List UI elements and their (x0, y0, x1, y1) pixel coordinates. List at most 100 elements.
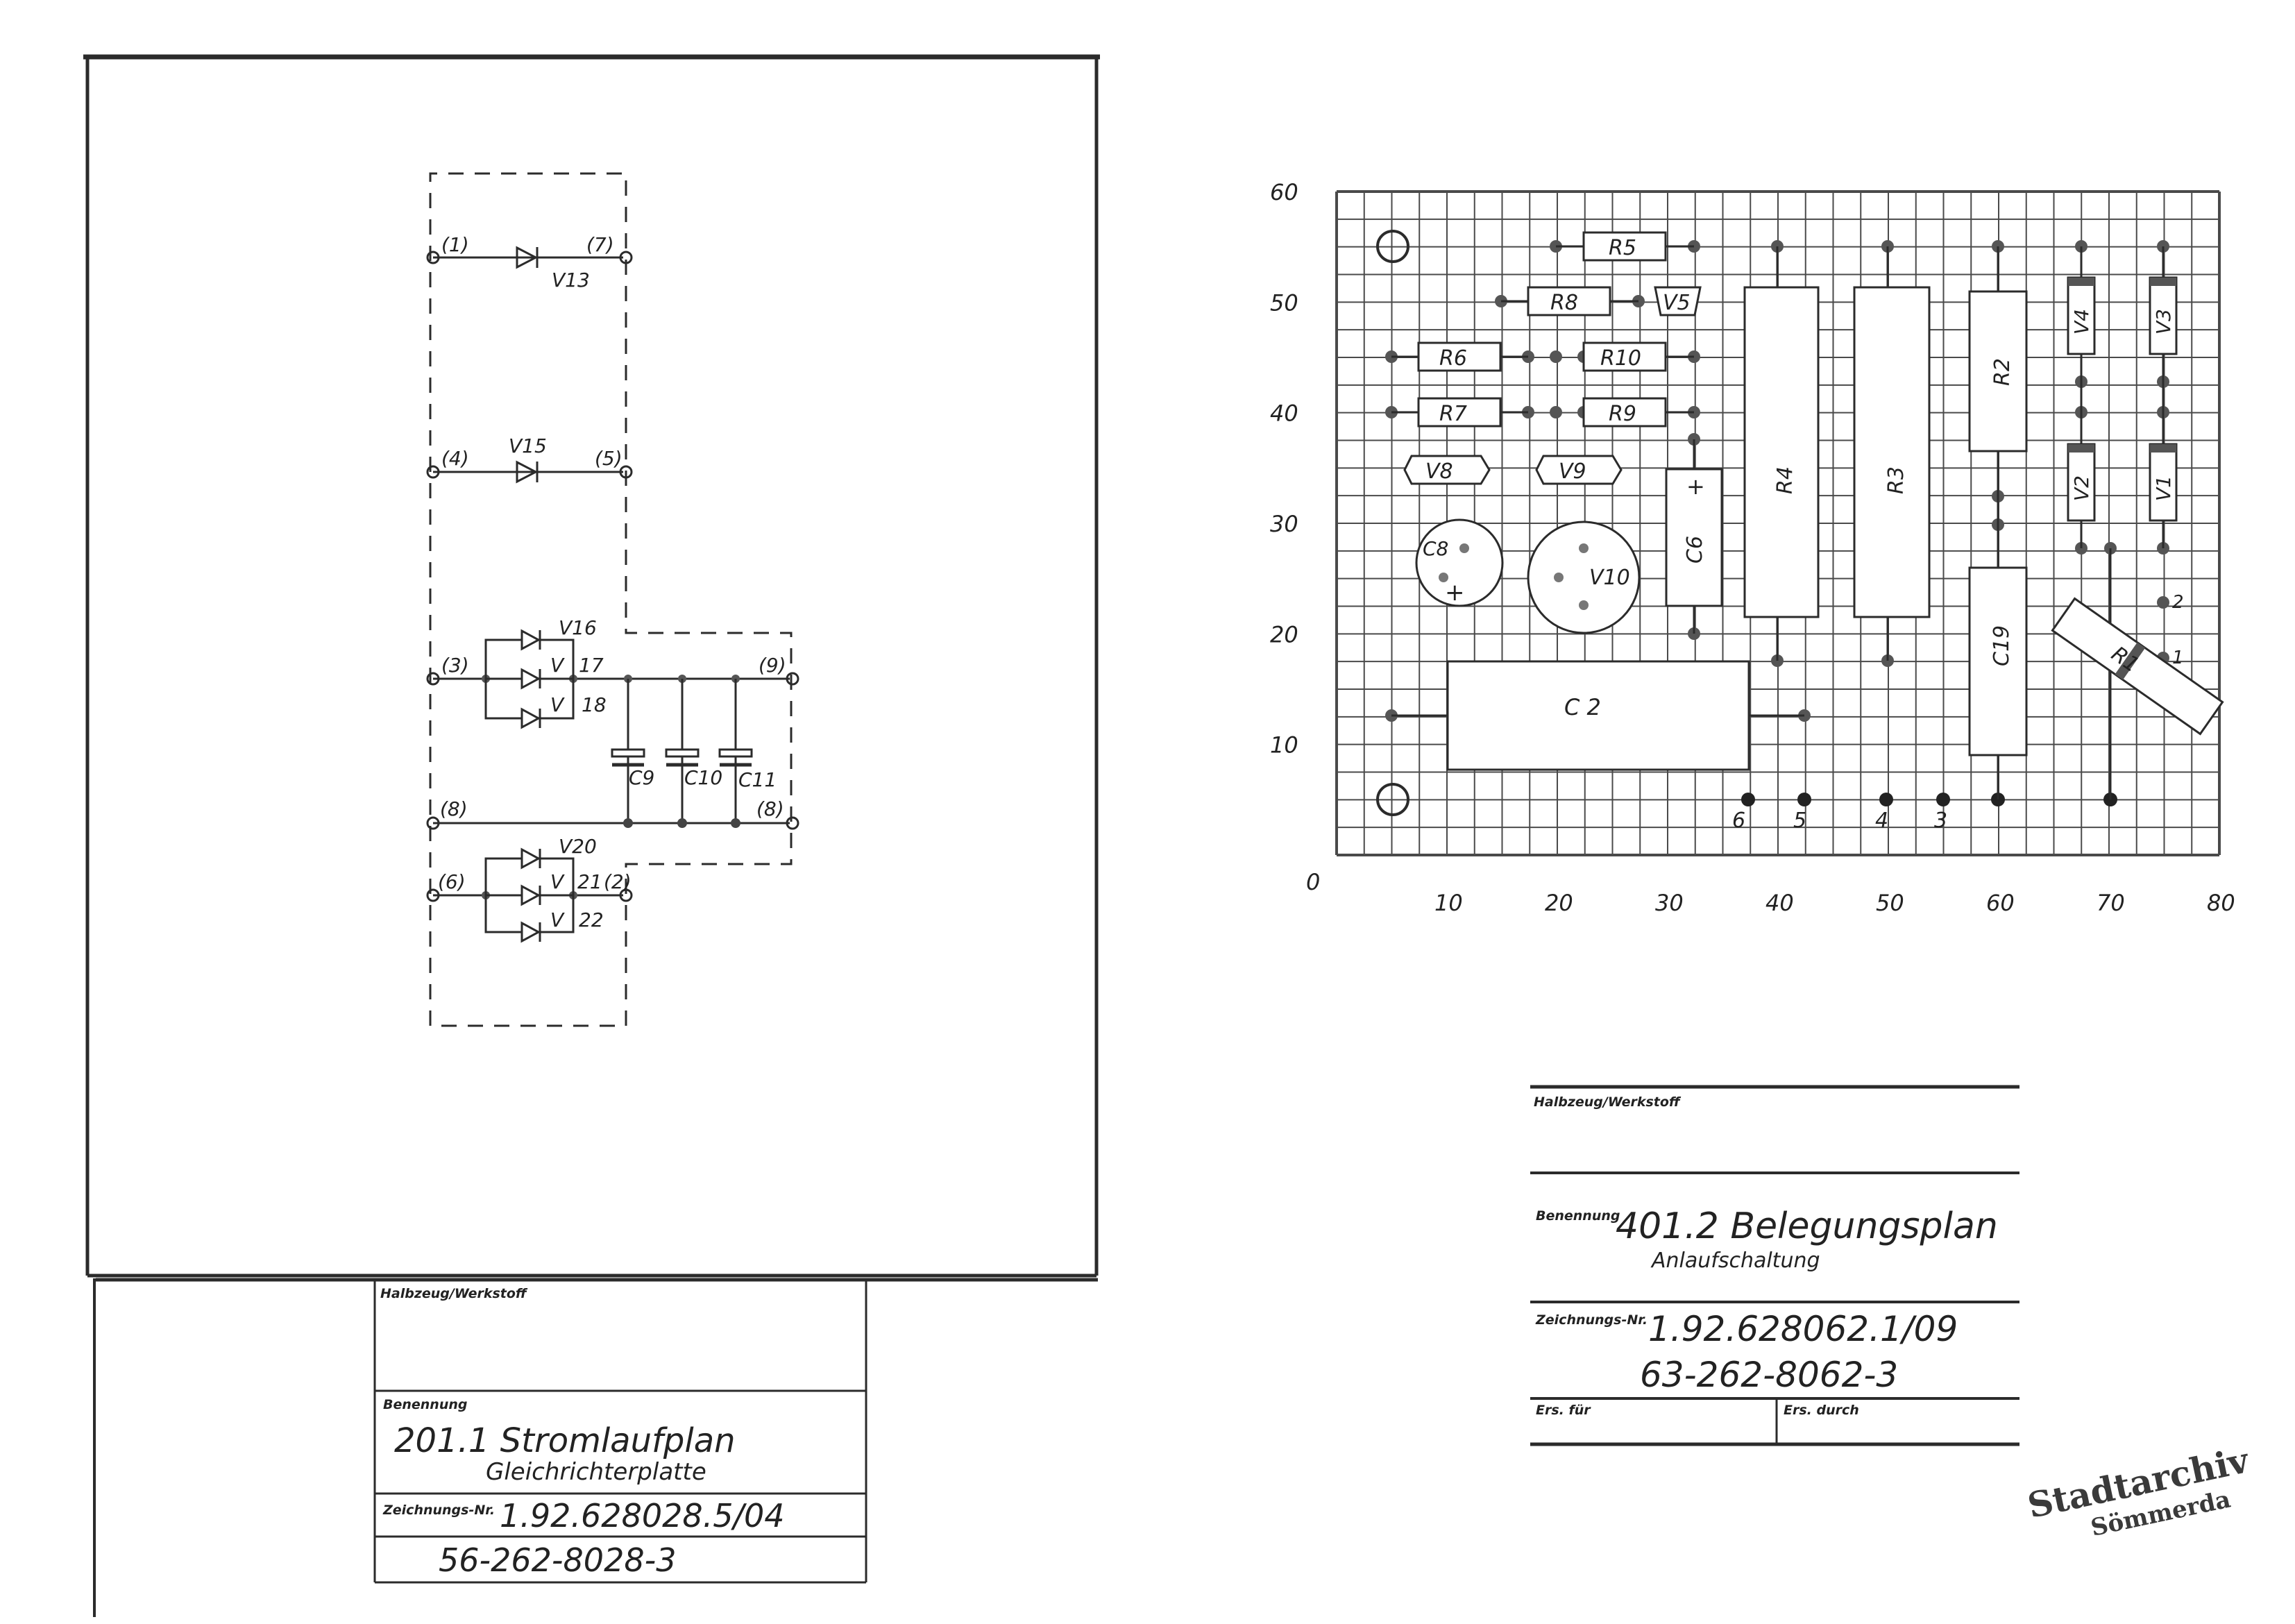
resistor-r7-body (1417, 397, 1502, 428)
diode-v22-symbol (520, 921, 541, 943)
diode-v13-symbol (516, 246, 539, 269)
x-tick-label: 80 (2207, 890, 2235, 916)
label-v8: V8 (1425, 459, 1453, 484)
label-v5: V5 (1663, 291, 1691, 315)
terminal-label-8-left: (8) (440, 797, 468, 820)
left-drawing-title: 201.1 Stromlaufplan (394, 1421, 736, 1460)
left-title-block: Halbzeug/Werkstoff Benennung 201.1 Strom… (96, 1278, 1098, 1584)
capacitor-c8-body (1415, 518, 1504, 607)
capacitor-c10-symbol (665, 748, 700, 767)
label-c9: C9 (629, 766, 654, 789)
label-v15: V15 (509, 434, 547, 457)
label-v20: V20 (559, 835, 597, 858)
diode-v20-symbol (520, 847, 541, 870)
label-c11: C11 (738, 768, 777, 791)
mounting-hole-bottom (1376, 783, 1409, 816)
label-r2: R2 (1990, 358, 2015, 386)
y-tick-label: 40 (1270, 400, 1298, 427)
label-v10: V10 (1589, 566, 1630, 590)
right-reference-number: 63-262-8062-3 (1640, 1355, 1898, 1395)
capacitor-c2: C 2 (1391, 660, 1804, 771)
c8-polarity-mark: + (1445, 579, 1465, 607)
resistor-r1-body (2051, 597, 2224, 736)
small-resistors: R5 R8 V5 R6 R10 R7 R9 (1391, 231, 1702, 428)
pad-label-3: 3 (1934, 809, 1947, 833)
left-name-label: Benennung (383, 1397, 468, 1412)
transistor-v5-body (1654, 286, 1702, 316)
terminal-label-1: (1) (441, 233, 469, 256)
x-tick-label: 20 (1545, 890, 1573, 916)
right-drawing-title: 401.2 Belegungsplan (1616, 1206, 1998, 1247)
label-c2: C 2 (1564, 694, 1601, 720)
mounting-hole-top (1376, 230, 1409, 263)
label-r5: R5 (1609, 236, 1636, 260)
terminal-label-8-right: (8) (756, 797, 784, 820)
terminal-label-7: (7) (586, 233, 614, 256)
terminal-label-4: (4) (441, 447, 469, 470)
label-v2: V2 (2070, 475, 2093, 501)
label-r8: R8 (1550, 291, 1578, 315)
capacitor-c2-body (1446, 660, 1750, 771)
y-tick-label: 20 (1270, 621, 1298, 648)
diode-v3-body (2149, 276, 2178, 355)
x-tick-label: 50 (1876, 890, 1904, 916)
diode-v4-body (2067, 276, 2096, 355)
label-v22-number: 22 (579, 908, 604, 931)
terminal-label-2: (2) (604, 870, 632, 893)
left-sheet-frame (83, 54, 1100, 1617)
terminal-9 (786, 672, 799, 686)
terminal-8-left (426, 816, 440, 830)
label-v3: V3 (2152, 309, 2175, 335)
common-line-8: (8) (8) (426, 797, 799, 830)
transistor-v8-body (1403, 455, 1491, 485)
resistor-r1: R1 2 1 (2051, 548, 2224, 800)
pin-label-2: 2 (2172, 592, 2184, 613)
label-c10: C10 (684, 766, 722, 789)
label-v18-letter: V (550, 693, 565, 716)
y-tick-label: 10 (1270, 732, 1298, 759)
round-components: C8 + V10 (1415, 518, 1641, 634)
resistor-r6-body (1417, 341, 1502, 372)
capacitor-c11-symbol (718, 748, 753, 767)
x-tick-label: 10 (1434, 890, 1463, 916)
y-tick-label: 50 (1270, 289, 1298, 316)
terminal-6 (426, 888, 440, 902)
label-r3: R3 (1884, 466, 1908, 494)
terminal-3 (426, 672, 440, 686)
terminal-label-3: (3) (441, 654, 469, 677)
transistor-v9-body (1535, 455, 1623, 485)
terminal-2 (619, 888, 633, 902)
resistor-r2-body (1968, 290, 2028, 452)
r2-c19-column: R2 C19 (1968, 246, 2028, 800)
board-outline-dashed (429, 172, 793, 1027)
ers-durch-label: Ers. durch (1784, 1403, 1859, 1418)
pad-label-5: 5 (1793, 809, 1806, 833)
diode-v16-symbol (520, 629, 541, 651)
rectifier-v15-row: (4) (5) V15 (426, 434, 633, 484)
rectifier-v20-v22-group: (6) (2) V20 V 21 V 22 (426, 835, 633, 943)
left-sheet: (1) (7) V13 (4) (5) V15 (83, 54, 1100, 1617)
capacitor-c9-symbol (611, 748, 645, 767)
diode-v1-body (2149, 443, 2178, 522)
label-c19: C19 (1990, 625, 2014, 666)
archive-stamp: Stadtarchiv Sömmerda (2024, 1439, 2253, 1542)
c6-polarity-mark: + (1686, 473, 1705, 500)
capacitor-c6-body (1665, 468, 1723, 607)
resistor-r8-body (1527, 286, 1611, 316)
label-v1: V1 (2152, 475, 2175, 501)
rectifier-v16-v18-group: (3) (9) V16 V 17 V 18 (426, 616, 799, 729)
resistor-r9-body (1582, 397, 1667, 428)
pad-label-6: 6 (1732, 809, 1745, 833)
left-reference-number: 56-262-8028-3 (439, 1541, 676, 1579)
resistor-r3-body (1853, 286, 1931, 618)
resistor-r10-body (1582, 341, 1667, 372)
right-drawing-no-label: Zeichnungs-Nr. (1535, 1312, 1648, 1328)
y-tick-label: 60 (1270, 179, 1298, 205)
label-v17-number: 17 (579, 654, 604, 677)
label-r6: R6 (1439, 346, 1467, 371)
capacitor-c19-body (1968, 566, 2028, 756)
right-material-label: Halbzeug/Werkstoff (1534, 1094, 1682, 1110)
